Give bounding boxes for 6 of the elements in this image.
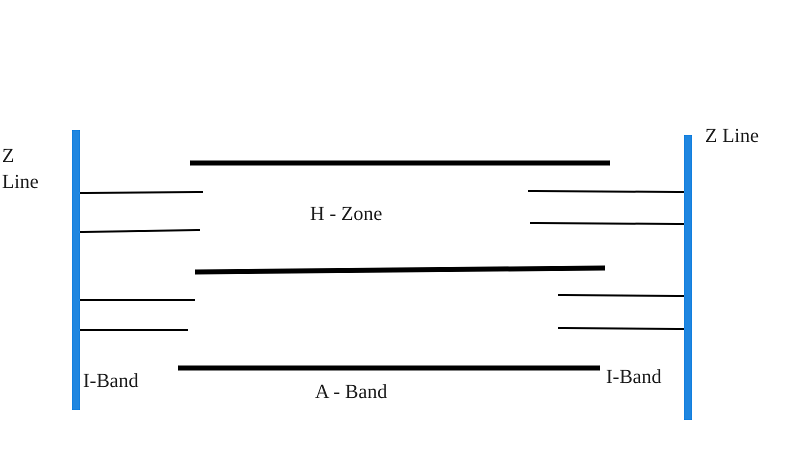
z-line-label: Z Line [2, 145, 39, 193]
a-band-label: A - Band [315, 381, 388, 403]
i-band-label: I-Band [606, 366, 662, 388]
z-line-label: Z Line [705, 125, 759, 147]
h-zone-label: H - Zone [310, 203, 382, 225]
i-band-label: I-Band [83, 370, 139, 392]
